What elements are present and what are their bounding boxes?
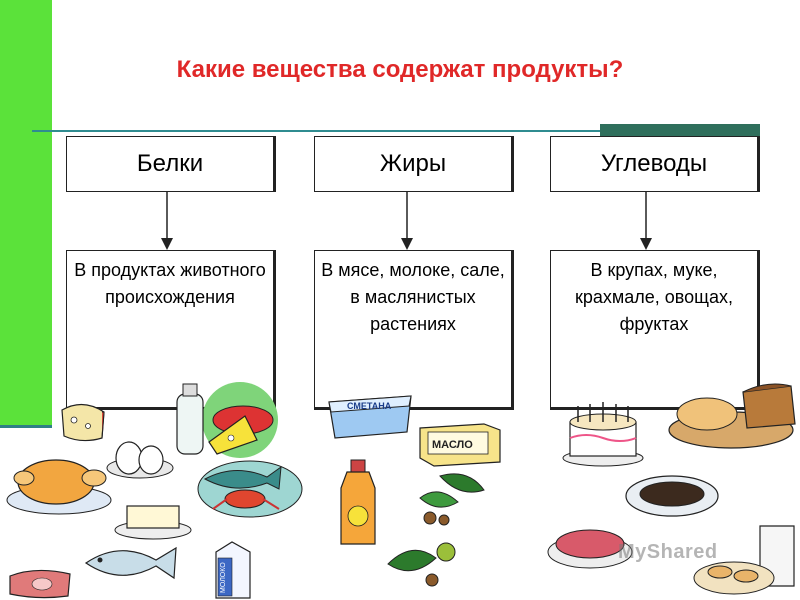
bread-basket-illustration — [665, 380, 800, 450]
sour-cream-label: СМЕТАНА — [347, 401, 392, 411]
butter-package-label: МАСЛО — [432, 439, 473, 451]
left-bar-edge — [0, 425, 52, 428]
header-fats: Жиры — [314, 136, 514, 192]
milk-carton-label: МОЛОКО — [220, 562, 227, 593]
berries-plate-illustration — [545, 516, 635, 572]
roast-chicken-illustration — [4, 452, 114, 516]
fish-illustration — [80, 540, 180, 586]
accent-block — [600, 124, 760, 138]
milk-carton-illustration: МОЛОКО — [212, 538, 254, 600]
header-proteins: Белки — [66, 136, 276, 192]
left-green-bar — [0, 0, 52, 425]
oil-bottle-illustration — [333, 458, 383, 548]
pastries-illustration — [690, 522, 800, 600]
walnut-sprig-illustration — [382, 528, 472, 592]
cheese-wedge-illustration — [58, 398, 108, 444]
milk-and-cheese-illustration — [165, 380, 280, 460]
watermark-text: MyShared — [618, 541, 718, 563]
description-proteins: В продуктах животного происхождения — [66, 250, 276, 410]
seafood-illustration — [195, 455, 305, 519]
cake-illustration — [558, 398, 648, 468]
sour-cream-illustration: СМЕТАНА — [325, 392, 415, 442]
title-divider — [32, 130, 760, 132]
butter-package-illustration: МАСЛО — [418, 418, 502, 468]
butter-illustration — [113, 500, 193, 540]
eggs-illustration — [105, 436, 175, 480]
buckwheat-bowl-illustration — [622, 468, 722, 520]
page-title: Какие вещества содержат продукты? — [176, 56, 624, 83]
header-carbohydrates: Углеводы — [550, 136, 760, 192]
description-fats: В мясе, молоке, сале, в маслянистых раст… — [314, 250, 514, 410]
description-carbohydrates: В крупах, муке, крахмале, овощах, фрукта… — [550, 250, 760, 410]
meat-illustration — [6, 566, 76, 600]
hazelnuts-illustration — [410, 468, 490, 528]
